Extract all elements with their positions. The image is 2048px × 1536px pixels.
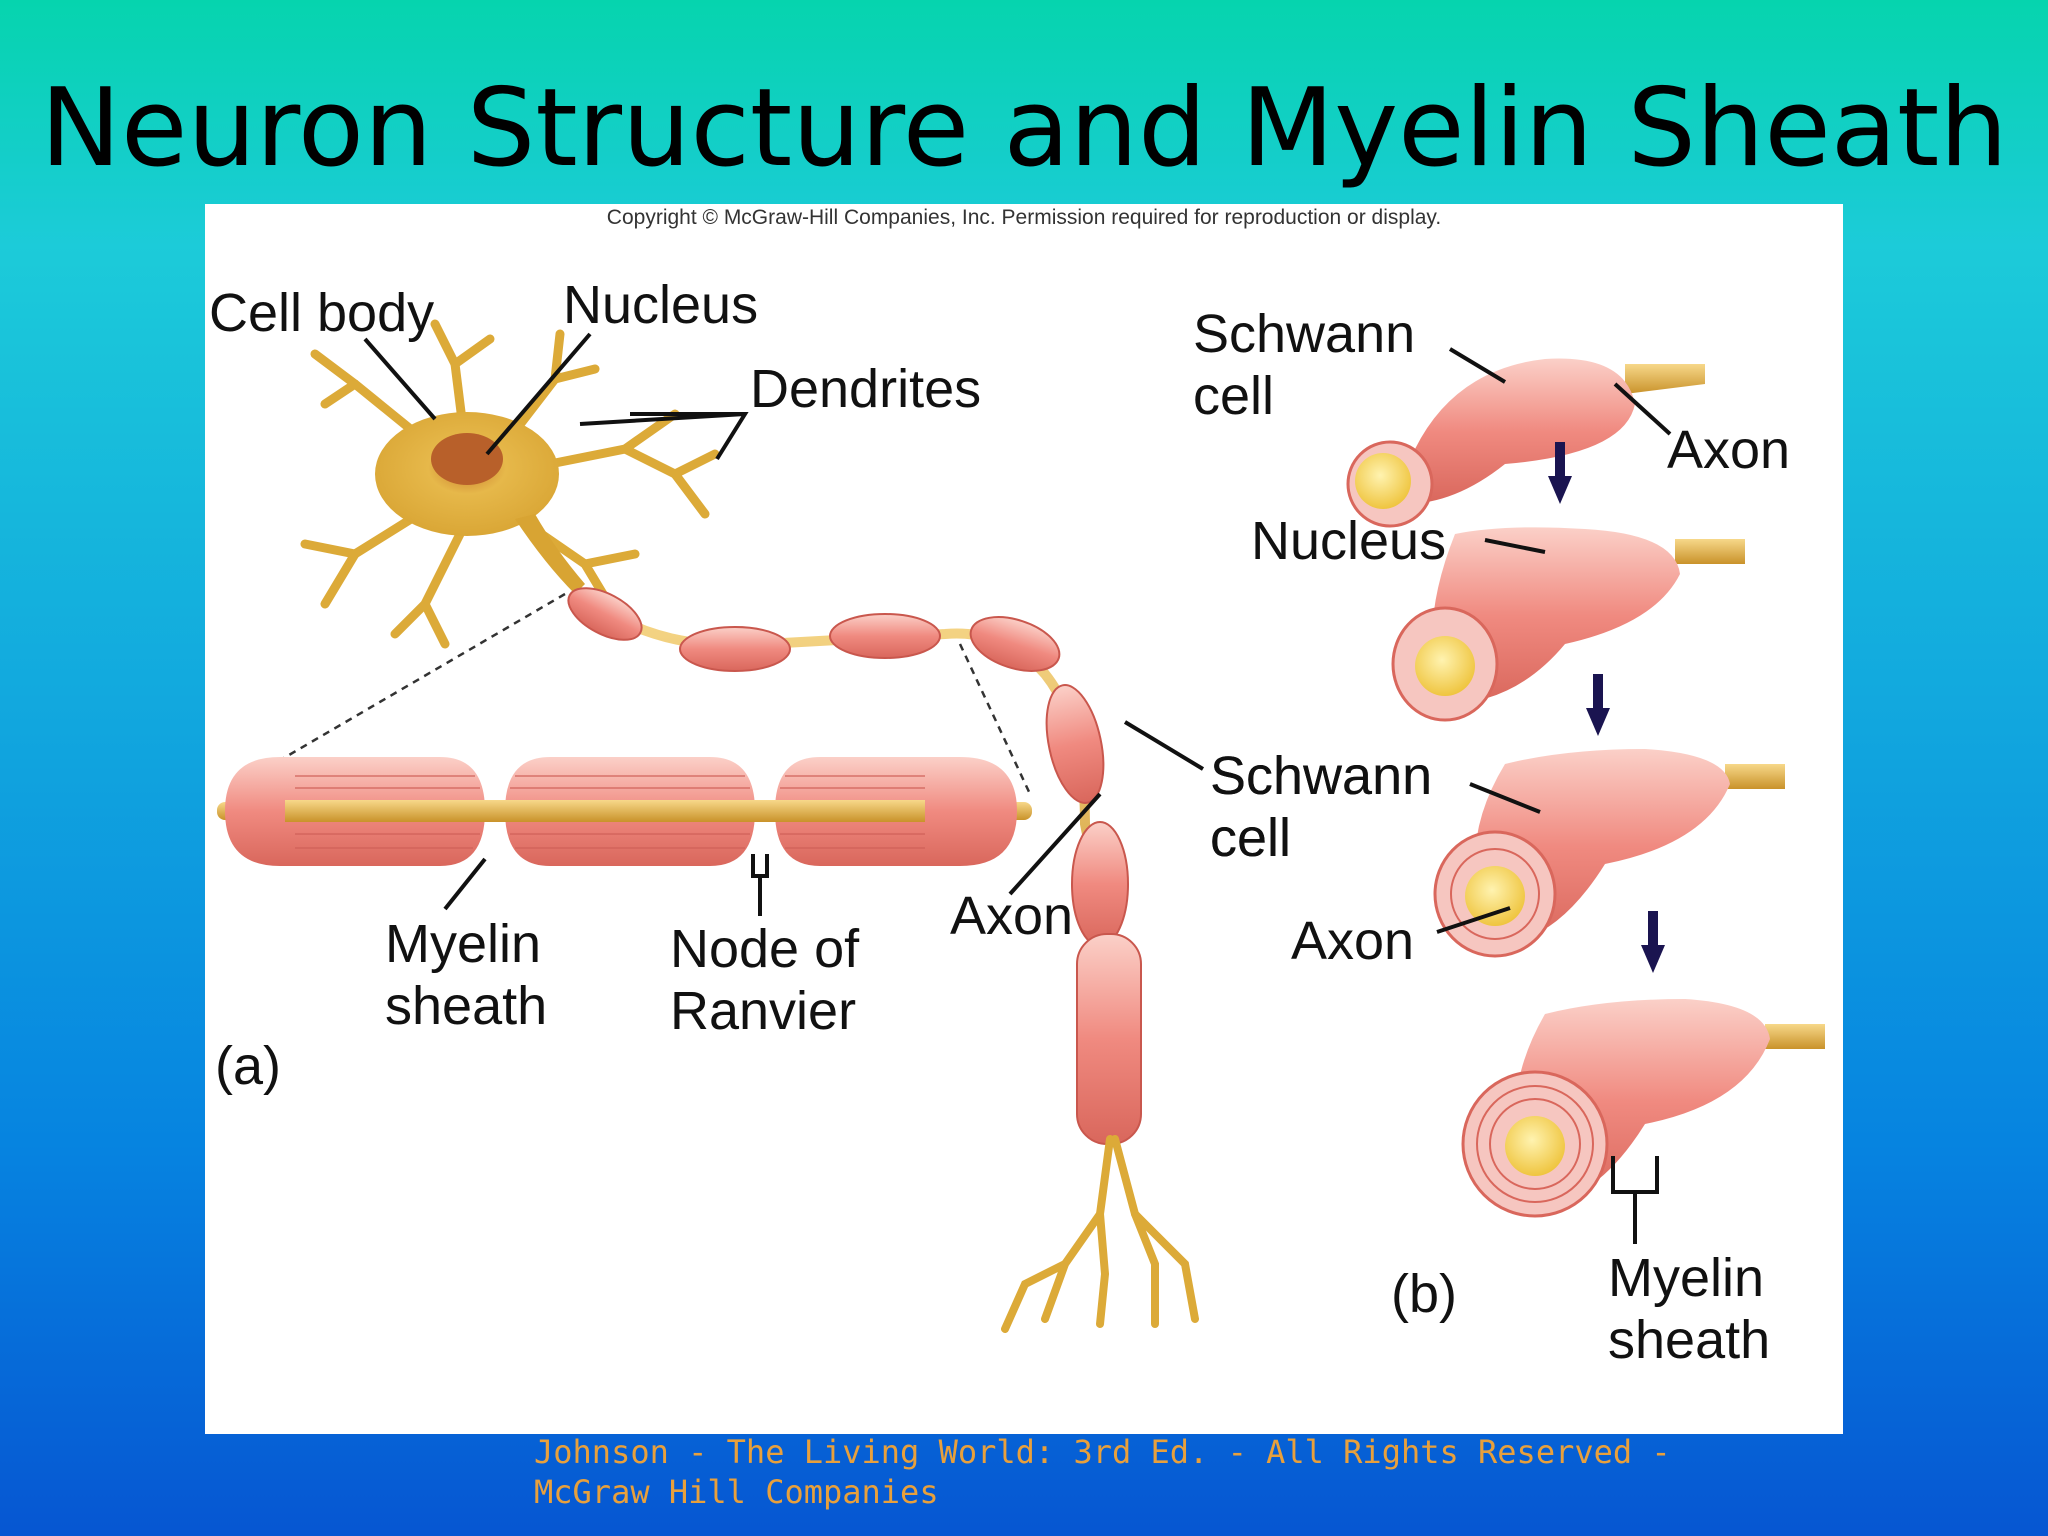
label-schwann-cell-b-line2: cell [1193,366,1274,426]
label-schwann-cell-a-line2: cell [1210,808,1291,868]
figure-panel: Copyright © McGraw-Hill Companies, Inc. … [205,204,1843,1434]
leader-lines-a [363,332,1205,916]
label-nucleus-b: Nucleus [1251,511,1446,571]
label-dendrites: Dendrites [750,359,981,419]
panel-label-b: (b) [1391,1264,1457,1324]
label-cell-body: Cell body [209,283,434,343]
nucleus-shape [431,433,503,485]
leader-lines-b [1436,347,1672,1244]
label-schwann-cell-a-line1: Schwann [1210,746,1432,806]
label-myelin-sheath-a-line1: Myelin [385,914,541,974]
neuron-diagram: Cell body Nucleus Dendrites Myelin sheat… [209,275,1825,1370]
panel-label-a: (a) [215,1036,281,1096]
slide-title: Neuron Structure and Myelin Sheath [40,66,2008,191]
label-node-of-ranvier-line1: Node of [670,919,860,979]
schwann-stage-2 [1391,527,1745,722]
label-axon-b-top: Axon [1667,420,1790,480]
schwann-stage-1 [1346,358,1705,528]
label-schwann-cell-b2-line1: Schwann [1210,746,1432,806]
down-arrow-icon [1548,442,1665,973]
label-myelin-sheath-a-line2: sheath [385,976,547,1036]
enlarged-axon-segment [217,757,1032,866]
schwann-stage-4 [1461,999,1825,1218]
zoom-lines [264,592,1032,795]
label-myelin-sheath-b-line2: sheath [1608,1310,1770,1370]
label-schwann-cell-b2-line2: cell [1210,808,1291,868]
label-nucleus-a: Nucleus [563,275,758,335]
footer-credit: Johnson - The Living World: 3rd Ed. - Al… [534,1433,1671,1511]
copyright-note: Copyright © McGraw-Hill Companies, Inc. … [606,206,1442,229]
label-axon-b2: Axon [1291,911,1414,971]
axon-terminals [1001,1135,1199,1333]
label-node-of-ranvier-line2: Ranvier [670,981,856,1041]
schwann-stage-3 [1433,749,1785,958]
myelin-segments-axon [567,587,1142,1145]
label-axon-a: Axon [950,886,1073,946]
axon-hillock [515,514,585,594]
label-schwann-cell-b-line1: Schwann [1193,304,1415,364]
label-myelin-sheath-b-line1: Myelin [1608,1248,1764,1308]
